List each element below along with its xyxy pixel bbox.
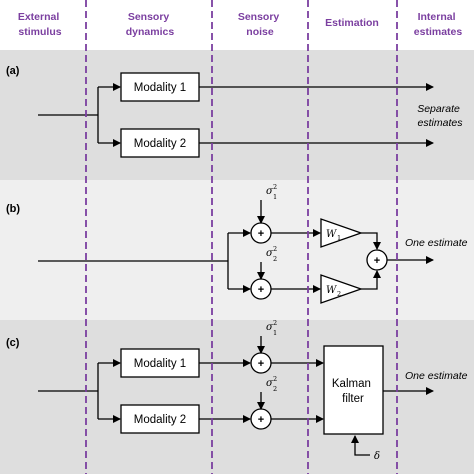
panel-b-output-label: One estimate <box>405 237 468 249</box>
panel-c-sigma2-sub: 2 <box>273 385 277 393</box>
panel-a-output-label: Separate estimates <box>417 103 463 129</box>
panel-c-sigma1-sup: 2 <box>273 319 277 327</box>
column-dividers <box>85 0 398 474</box>
panel-b-weight-2-sub: 2 <box>337 290 341 298</box>
header-estimation: Estimation <box>325 17 379 29</box>
panel-c-label: (c) <box>6 337 20 349</box>
panel-b-sigma1-label: σ <box>266 186 274 197</box>
panel-b-weight-1-label: W <box>326 229 337 240</box>
panel-b-final-sum-plus: + <box>374 255 380 267</box>
panel-c-sigma1-sub: 1 <box>273 329 277 337</box>
header-sensory-noise: Sensory noise <box>238 11 282 38</box>
panel-c-modality-1-label: Modality 1 <box>134 358 186 370</box>
panel-b-sum-2-plus: + <box>258 284 264 296</box>
panel-b-label: (b) <box>6 203 20 215</box>
panel-b-w2-to-sum <box>361 270 381 290</box>
panel-c-sum-2-plus: + <box>258 414 264 426</box>
panel-a: (a) Modality 1 Modality 2 Separate estim… <box>6 65 463 158</box>
panel-c-sigma2-label: σ <box>266 378 274 389</box>
panel-c-modality-2-box <box>120 404 200 434</box>
panel-a-modality-2-label: Modality 2 <box>134 138 186 150</box>
panel-c-sigma1-label: σ <box>266 322 274 333</box>
panel-b-sigma2-sup: 2 <box>273 245 277 253</box>
panel-b-sigma2-label: σ <box>266 248 274 259</box>
panel-c-band <box>0 320 474 474</box>
panel-b-sigma2-sub: 2 <box>273 255 277 263</box>
panel-c-output-label: One estimate <box>405 370 468 382</box>
panel-b-sigma1-sup: 2 <box>273 183 277 191</box>
panel-c-modality-2-label: Modality 2 <box>134 414 186 426</box>
panel-b-weight-1-gain <box>320 218 363 248</box>
panel-c-sigma2-sup: 2 <box>273 375 277 383</box>
panel-a-modality-1-label: Modality 1 <box>134 82 186 94</box>
panel-b-sigma1-sub: 1 <box>273 193 277 201</box>
panel-b-weight-2-label: W <box>326 285 337 296</box>
panel-a-label: (a) <box>6 65 20 77</box>
panel-a-modality-1-box <box>120 72 200 102</box>
panel-b: (b) σ 1 2 + σ 2 2 + W 1 W 2 + One <box>6 183 468 304</box>
column-headers: External stimulus Sensory dynamics Senso… <box>18 11 463 38</box>
panel-c-modality-1-box <box>120 348 200 378</box>
panel-b-band <box>0 180 474 320</box>
header-external-stimulus: External stimulus <box>18 11 62 38</box>
panel-c-kalman-filter-label: Kalman filter <box>332 378 374 405</box>
header-internal-estimates: Internal estimates <box>414 11 463 38</box>
panel-c-sum-1-plus: + <box>258 358 264 370</box>
panel-b-weight-1-sub: 1 <box>337 234 341 242</box>
panel-b-sum-1-plus: + <box>258 228 264 240</box>
panel-c-delta-arrow <box>351 435 370 456</box>
panel-c-kalman-filter-box <box>323 345 384 435</box>
panel-b-w1-to-sum <box>361 232 381 250</box>
header-sensory-dynamics: Sensory dynamics <box>126 11 175 38</box>
panel-b-weight-2-gain <box>320 274 363 304</box>
panel-c: (c) Modality 1 Modality 2 σ 1 2 + σ 2 2 … <box>6 319 468 462</box>
panel-c-delta-label: δ <box>374 451 380 462</box>
